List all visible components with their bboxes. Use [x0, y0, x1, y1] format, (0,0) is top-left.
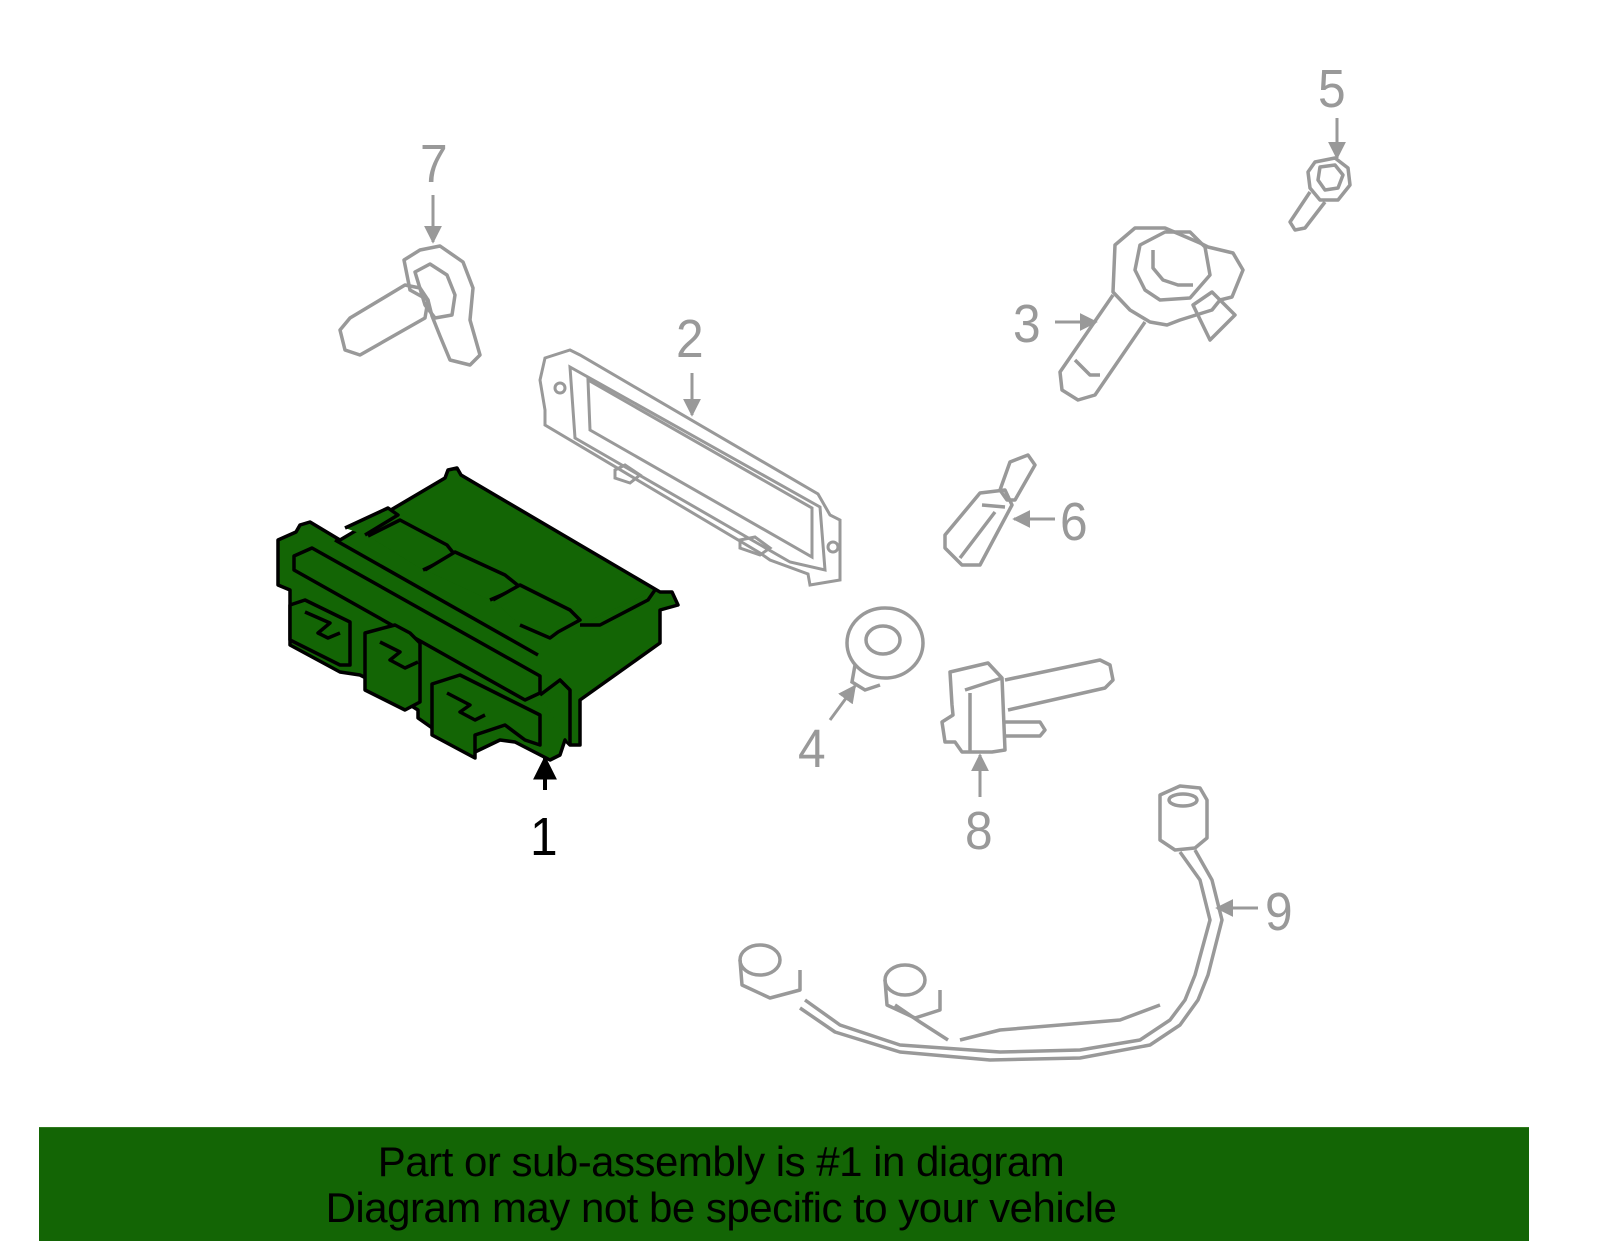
callout-9-label[interactable]: 9 — [1265, 882, 1293, 942]
part-3-ignition-coil-icon[interactable] — [1058, 226, 1245, 402]
callout-4-label[interactable]: 4 — [798, 719, 826, 779]
callout-1-label[interactable]: 1 — [530, 807, 558, 867]
callout-8-label[interactable]: 8 — [965, 801, 993, 861]
callout-3-label[interactable]: 3 — [1013, 294, 1041, 354]
part-7-sensor-icon[interactable] — [338, 244, 482, 367]
part-8-sensor-icon[interactable] — [940, 658, 1115, 754]
callout-4-arrow — [828, 684, 857, 721]
callout-2-label[interactable]: 2 — [676, 309, 704, 369]
callout-7-label[interactable]: 7 — [420, 134, 448, 194]
banner-line-part-number: Part or sub-assembly is #1 in diagram — [377, 1138, 1065, 1185]
part-2-bracket-icon[interactable] — [538, 348, 842, 587]
part-6-stud-icon[interactable] — [943, 453, 1037, 567]
info-banner: Part or sub-assembly is #1 in diagram Di… — [39, 1127, 1529, 1241]
part-1-engine-control-module-icon[interactable] — [276, 466, 680, 762]
callout-5-label[interactable]: 5 — [1318, 59, 1346, 119]
part-4-grommet-icon[interactable] — [845, 606, 925, 692]
banner-line-disclaimer: Diagram may not be specific to your vehi… — [325, 1184, 1117, 1231]
callout-6-label[interactable]: 6 — [1060, 492, 1088, 552]
part-5-bolt-icon[interactable] — [1288, 156, 1352, 232]
